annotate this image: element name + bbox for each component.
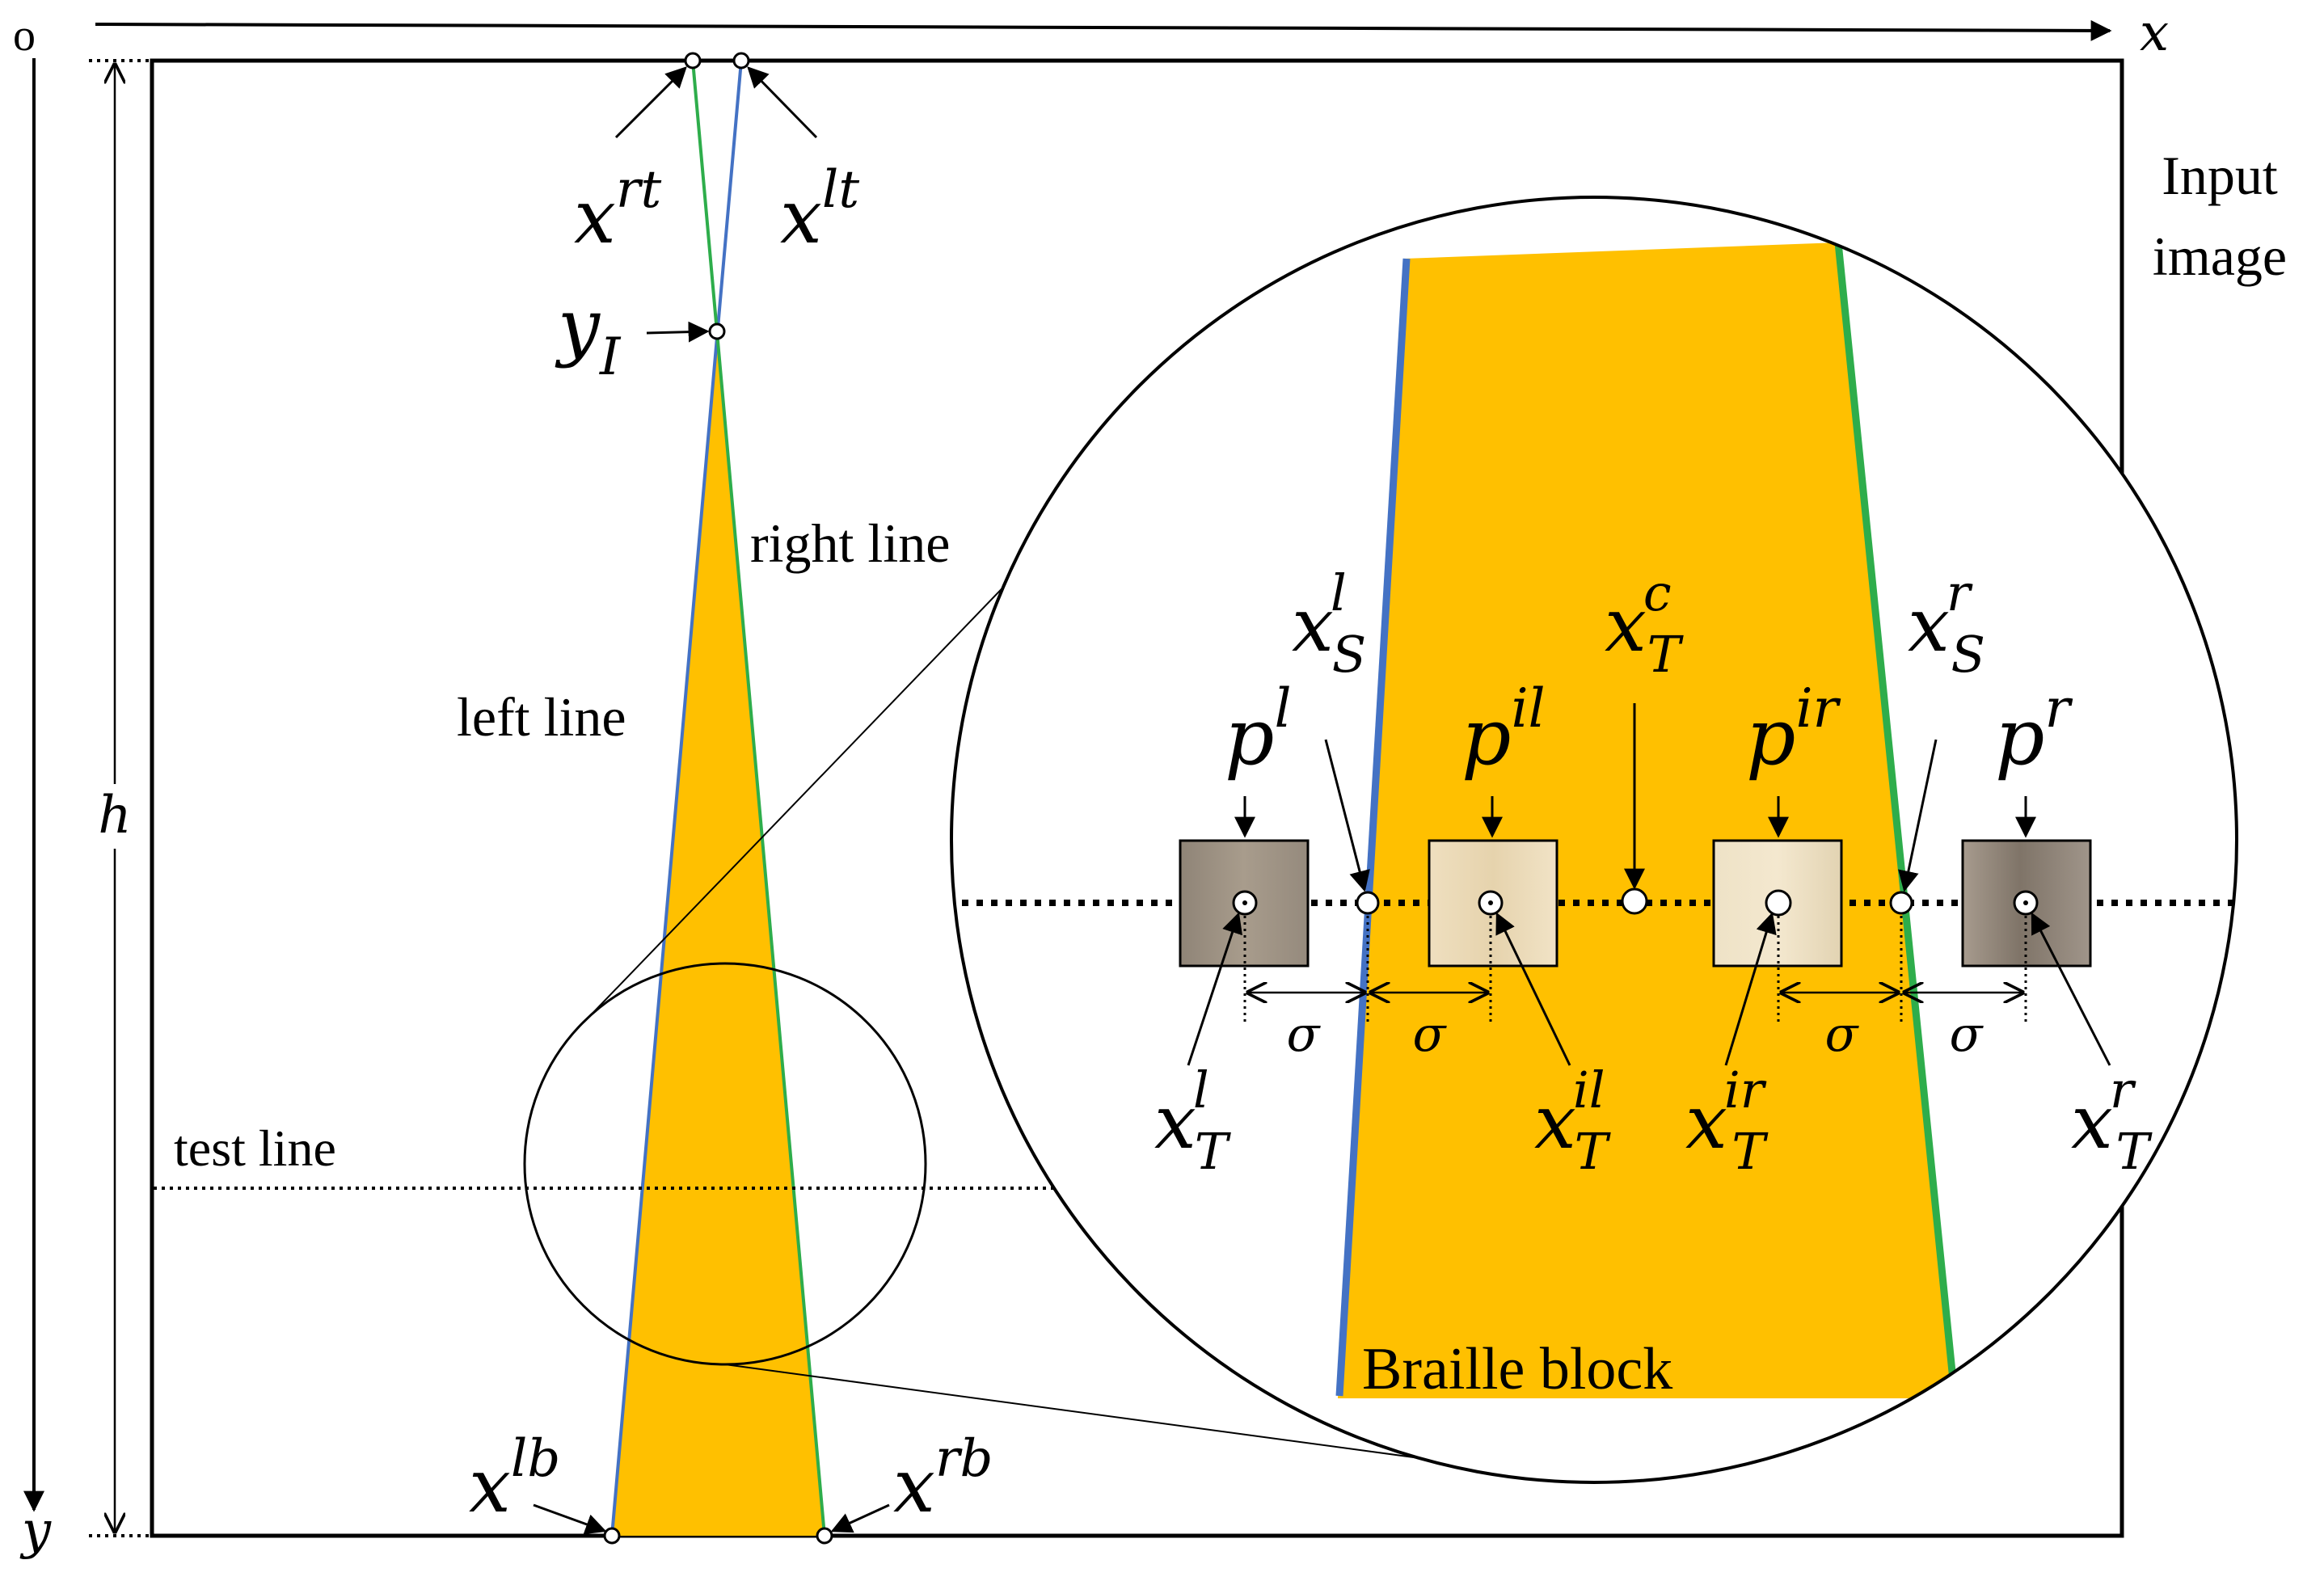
x-rb-label: xrb — [893, 1429, 993, 1529]
axes: o x y h — [13, 3, 2169, 1561]
p-il-label: pil — [1461, 677, 1546, 782]
magnified-view: σ σ σ σ — [950, 196, 2238, 1484]
input-image-label-line2: image — [2153, 226, 2287, 287]
x-T-ir-arrow — [1724, 912, 1777, 1066]
point-x-T-r-dot — [2023, 900, 2028, 905]
height-label: h — [98, 786, 131, 845]
x-lt-label: xlt — [780, 160, 859, 260]
magnified-braille-block — [1338, 242, 1956, 1398]
main-point-labels: xrt xlt yI xlb xrb — [469, 66, 993, 1535]
magnified-left-line — [1335, 258, 1411, 1397]
origin-label: o — [13, 11, 36, 61]
x-T-l-arrow — [1187, 912, 1242, 1066]
point-x-rb-marker — [816, 1527, 833, 1545]
point-x-lt-marker — [732, 52, 750, 70]
x-lt-arrow — [747, 66, 818, 139]
point-x-rt-marker — [684, 52, 702, 70]
sigma-label-3: σ — [1825, 1006, 1860, 1063]
right-line-label: right line — [750, 512, 950, 574]
left-line — [610, 60, 743, 1537]
x-rb-arrow — [830, 1503, 890, 1533]
point-x-lb-marker — [603, 1527, 621, 1545]
x-S-r-arrow — [1898, 739, 1938, 892]
y-I-label: yI — [555, 283, 622, 387]
x-S-l-arrow — [1324, 739, 1370, 892]
point-x-S-l-marker — [1356, 891, 1380, 915]
x-rt-label: xrt — [574, 160, 661, 260]
braille-block-region — [612, 331, 825, 1536]
x-lb-label: xlb — [469, 1429, 560, 1529]
left-line-label: left line — [457, 686, 626, 748]
magnified-right-line — [1834, 242, 1959, 1397]
point-x-T-c-marker — [1621, 887, 1648, 915]
h-label-bg — [89, 784, 141, 849]
braille-block-label: Braille block — [1362, 1336, 1672, 1402]
x-axis — [95, 19, 2112, 41]
p-l-label: pl — [1225, 677, 1292, 782]
point-x-T-il-dot — [1488, 900, 1493, 905]
sigma-label-1: σ — [1287, 1006, 1322, 1063]
zoom-connector-bottom — [724, 1364, 1504, 1470]
magnified-outline — [950, 196, 2238, 1484]
y-I-arrow — [646, 321, 710, 343]
point-x-T-l-dot — [1242, 900, 1247, 905]
y-axis-label: y — [19, 1501, 52, 1561]
x-T-r-arrow — [2031, 912, 2111, 1066]
point-x-T-ir-marker — [1765, 889, 1792, 917]
point-y-I-marker — [708, 323, 726, 340]
point-x-S-r-marker — [1889, 891, 1913, 915]
sigma-label-2: σ — [1413, 1006, 1448, 1063]
sigma-label-4: σ — [1950, 1006, 1984, 1063]
x-axis-label: x — [2140, 3, 2169, 63]
braille-block-main — [603, 52, 833, 1545]
p-ir-label: pir — [1746, 677, 1841, 782]
x-lb-arrow — [533, 1503, 607, 1535]
p-r-label: pr — [1995, 677, 2073, 782]
right-line — [691, 60, 826, 1537]
x-rt-arrow — [614, 66, 687, 139]
x-T-il-arrow — [1495, 912, 1571, 1066]
input-image-label-line1: Input — [2162, 145, 2278, 206]
test-line-label: test line — [174, 1119, 336, 1177]
